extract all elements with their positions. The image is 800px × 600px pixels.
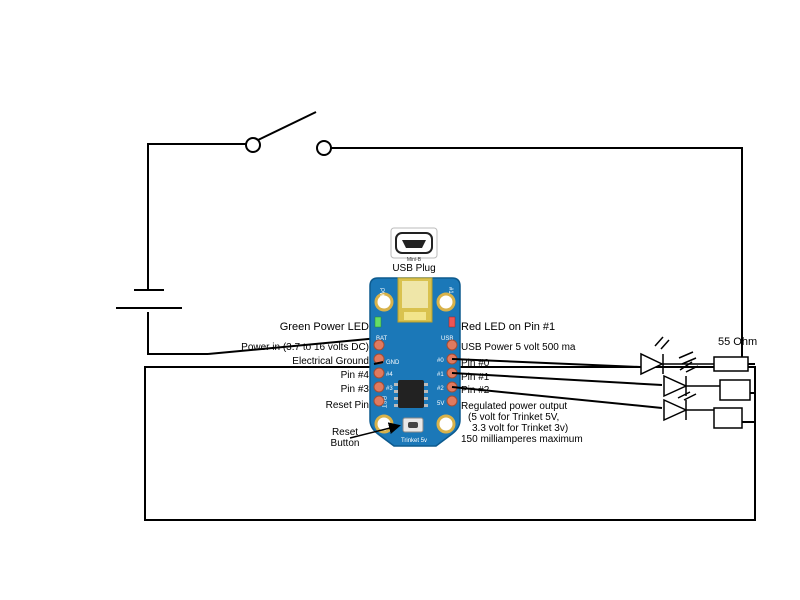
reset-button-label-2: Button <box>331 438 360 449</box>
resistor-label: 55 Ohm <box>718 336 757 348</box>
usb-connector: Mini-B USB Plug <box>390 227 438 274</box>
attiny-chip <box>398 380 424 408</box>
resistor-2 <box>719 379 751 401</box>
bat-silk: BAT <box>376 336 388 342</box>
resistor-1 <box>713 356 749 372</box>
p2-silk: #2 <box>437 386 444 392</box>
reg-output-label-3: 3.3 volt for Trinket 3v) <box>472 423 568 434</box>
p0-silk: #0 <box>437 358 444 364</box>
reset-pin-label: Reset Pin <box>326 400 369 411</box>
p1-silk: #1 <box>437 372 444 378</box>
num1-silk: #1 <box>447 287 453 294</box>
green-led <box>374 316 382 328</box>
led-3 <box>663 391 714 422</box>
switch[interactable] <box>245 111 332 156</box>
usb-silk: USB <box>441 336 453 342</box>
reg-output-label-1: Regulated power output <box>461 401 567 412</box>
led-1 <box>640 336 714 376</box>
resistors <box>713 356 751 429</box>
battery-switch-wires <box>147 143 743 360</box>
ground-wire <box>373 361 384 365</box>
board-name: Trinket 5v <box>401 438 427 444</box>
reg-output-label-4: 150 milliamperes maximum <box>461 434 583 445</box>
gnd-silk: GND <box>386 360 400 366</box>
power-in-label: Power in (3.7 to 16 volts DC) <box>241 342 369 353</box>
pin3-label: Pin #3 <box>341 384 370 395</box>
usb-top-label: Mini-B <box>407 257 422 263</box>
resistor-3 <box>713 407 743 429</box>
pin0-label: Pin #0 <box>461 358 490 369</box>
led-2 <box>663 361 720 398</box>
v5-silk: 5V <box>437 401 444 407</box>
red-led-label: Red LED on Pin #1 <box>461 321 555 333</box>
pin2-label: Pin #2 <box>461 385 490 396</box>
trinket-board: PWR #1 BAT GND USB #0 #4 #1 #3 #2 RST 5V… <box>369 277 461 447</box>
green-led-label: Green Power LED <box>280 321 369 333</box>
resistor-wires <box>742 363 755 423</box>
pin-wires <box>451 358 663 409</box>
battery <box>116 289 182 309</box>
pwr-silk: PWR <box>378 288 384 303</box>
reset-button-label-1: Reset <box>332 427 358 438</box>
usb-power-label: USB Power 5 volt 500 ma <box>461 342 576 353</box>
reg-output-label-2: (5 volt for Trinket 5V, <box>468 412 559 423</box>
pin4-label: Pin #4 <box>341 370 370 381</box>
usb-plug-label: USB Plug <box>392 263 435 274</box>
pin1-label: Pin #1 <box>461 372 490 383</box>
red-led <box>448 316 456 328</box>
reset-arrow <box>349 422 401 439</box>
power-in-wire <box>207 337 380 355</box>
p4-silk: #4 <box>386 372 393 378</box>
ground-label: Electrical Ground <box>292 356 369 367</box>
p3-silk: #3 <box>386 386 393 392</box>
